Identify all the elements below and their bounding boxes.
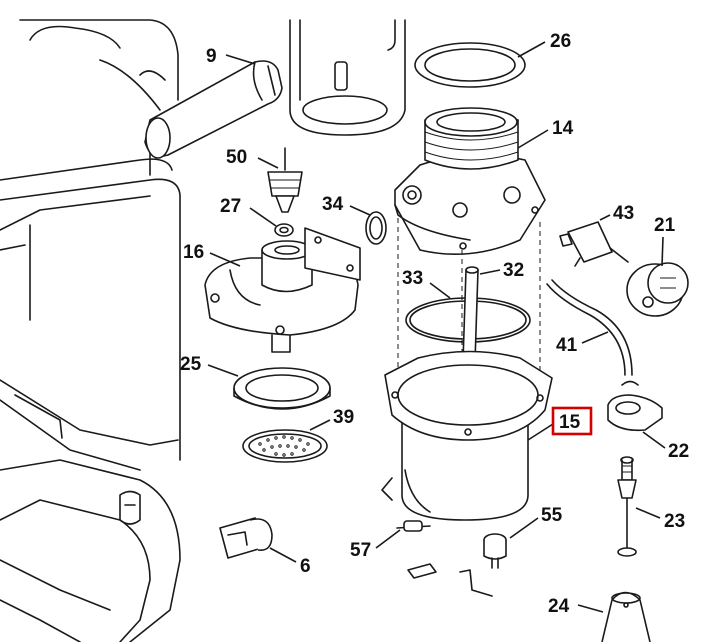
part-34-oring [365,211,387,245]
part-14-boiler-head [394,107,546,256]
part-39-shower-screen [242,429,328,463]
machine-body [0,19,181,642]
label-part-39: 39 [333,407,354,428]
part-26-gasket [414,42,526,88]
label-part-14: 14 [552,118,574,139]
label-part-6: 6 [300,556,311,577]
part-number-labels: 9 26 14 50 27 34 43 21 16 33 32 41 25 15… [180,31,689,617]
label-part-50: 50 [226,147,247,168]
part-50-valve [267,147,303,213]
label-part-21: 21 [654,215,676,236]
part-22-bracket [607,380,663,432]
label-part-34: 34 [322,194,344,215]
label-part-27: 27 [220,196,241,217]
part-16-group-head [204,227,361,353]
label-part-43: 43 [613,203,634,224]
label-part-26: 26 [550,31,571,52]
leader-lines [207,41,666,613]
part-43-thermostat [559,221,629,267]
part-41-hose [546,279,633,376]
label-part-15: 15 [559,412,581,433]
label-part-57: 57 [350,540,371,561]
part-25-gasket [233,367,331,410]
label-part-25: 25 [180,354,202,375]
part-9-steam-knob [144,60,283,159]
part-57-fuse [396,520,431,532]
part-27-ring [274,223,294,237]
label-part-22: 22 [668,441,689,462]
part-6-bracket [219,517,273,559]
water-tank [289,19,406,136]
highlight-box-part-15 [551,406,593,436]
part-23-rod [617,456,637,557]
part-15-boiler [381,350,553,521]
misc-clips [407,563,493,597]
label-part-41: 41 [556,335,578,356]
label-part-32: 32 [503,260,524,281]
label-part-9: 9 [206,46,217,67]
label-part-24: 24 [548,596,570,617]
label-part-55: 55 [541,505,563,526]
part-21-knob [626,262,689,317]
part-55-sensor [483,533,507,569]
label-part-23: 23 [664,511,685,532]
part-24-nozzle [601,591,651,642]
label-part-16: 16 [183,242,204,263]
label-part-33: 33 [402,268,423,289]
